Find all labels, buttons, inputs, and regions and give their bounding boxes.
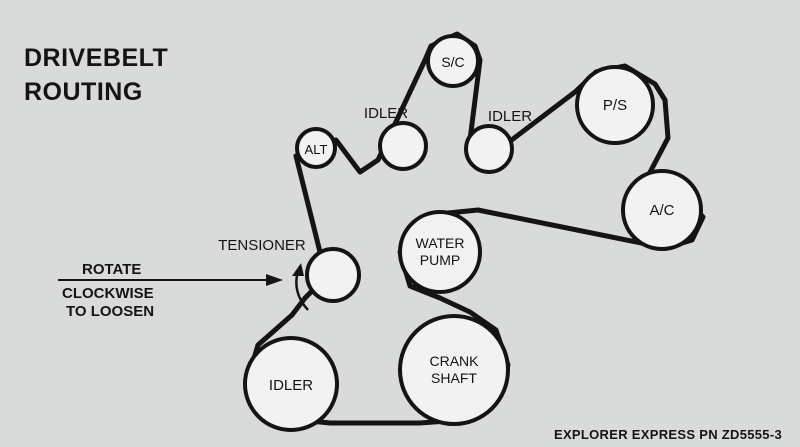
idler-upper-left-label: IDLER [364, 105, 408, 122]
sc-label: S/C [441, 54, 464, 70]
water-pump-pulley [398, 210, 482, 294]
idler-lower-pulley [243, 336, 339, 432]
crank-shaft-pulley [398, 314, 510, 426]
water-pump-label-line2: PUMP [420, 252, 460, 268]
alt-label: ALT [305, 142, 328, 157]
ps-label: P/S [603, 97, 627, 114]
loosen-label: TO LOOSEN [66, 303, 155, 320]
alt-pulley [295, 127, 337, 169]
rotate-label: ROTATE [82, 261, 142, 278]
part-number-footer: EXPLORER EXPRESS PN ZD5555-3 [553, 427, 782, 442]
idler-upper-right-pulley [464, 124, 514, 174]
clockwise-label: CLOCKWISE [62, 285, 154, 302]
clockwise-arrow-head [292, 263, 304, 276]
idler-lower-label: IDLER [269, 377, 313, 394]
ac-pulley [621, 169, 703, 251]
water-pump-label-line1: WATER [416, 235, 465, 251]
tensioner-pulley [305, 247, 361, 303]
title-line-2: ROUTING [24, 78, 143, 106]
ps-pulley [575, 65, 655, 145]
sc-pulley [426, 34, 480, 88]
tensioner-label: TENSIONER [218, 237, 306, 254]
rotate-arrow-head [266, 274, 283, 286]
ac-label: A/C [649, 202, 674, 219]
idler-upper-right-label: IDLER [488, 108, 532, 125]
crank-shaft-label-line2: SHAFT [431, 370, 477, 386]
idler-upper-left-pulley [378, 121, 428, 171]
crank-shaft-label-line1: CRANK [429, 353, 479, 369]
title-line-1: DRIVEBELT [24, 44, 169, 72]
